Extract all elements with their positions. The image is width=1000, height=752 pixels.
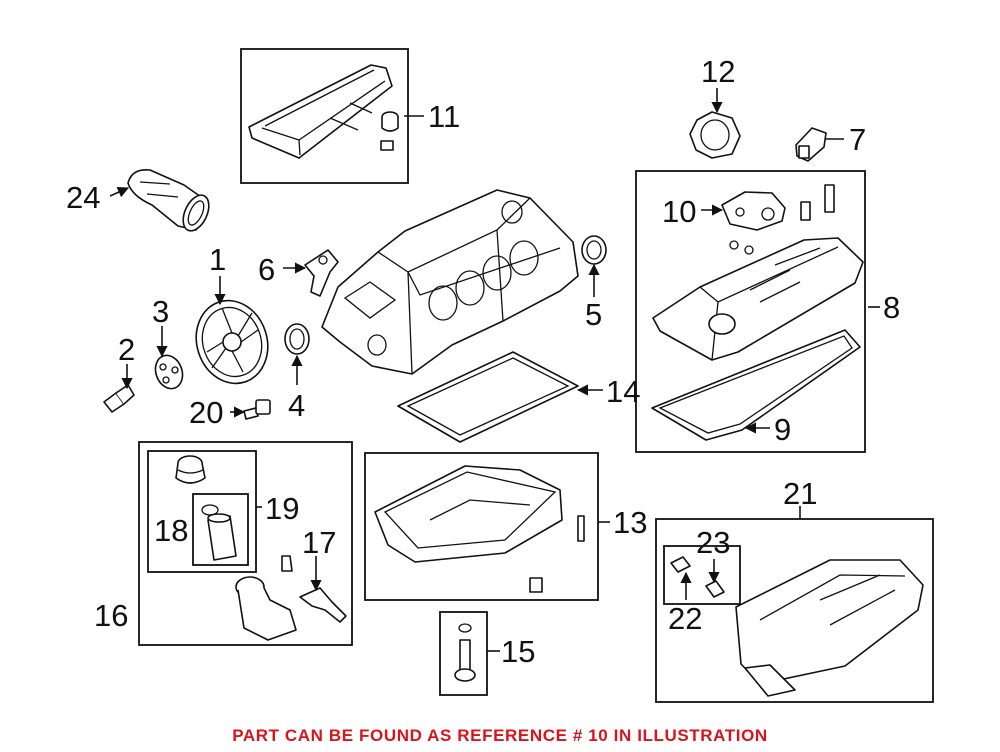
- part-13-oil-pan: [374, 465, 585, 593]
- box-part-15: [439, 611, 488, 696]
- box-part-21: [655, 518, 934, 703]
- part-22-grommet: [670, 556, 691, 573]
- callout-13: 13: [613, 505, 647, 540]
- callout-19: 19: [265, 491, 299, 526]
- part-21-engine-cover: [735, 559, 924, 697]
- callout-10: 10: [662, 194, 696, 229]
- box-part-16: [138, 441, 353, 646]
- part-12-gasket: [689, 111, 741, 159]
- part-9-gasket: [651, 329, 861, 441]
- callout-7: 7: [849, 122, 866, 157]
- part-5-seal: [581, 235, 607, 265]
- part-4-seal: [284, 323, 310, 355]
- part-24-intake-boot: [127, 168, 210, 232]
- part-6-cam-sensor: [304, 249, 339, 297]
- callout-6: 6: [258, 252, 275, 287]
- part-16-filter-housing: [235, 555, 297, 641]
- callout-18: 18: [154, 513, 188, 548]
- part-23-grommet: [705, 580, 725, 598]
- part-7-sensor: [795, 127, 827, 162]
- callout-15: 15: [501, 634, 535, 669]
- callouts: 11 12 7 8 10 9 5 14 4 1 3 2 6 20 24 13 1…: [66, 54, 900, 669]
- box-part-18: [192, 493, 249, 566]
- callout-5: 5: [585, 297, 602, 332]
- part-3-washer: [154, 354, 184, 390]
- part-15-dipstick: [454, 623, 476, 682]
- box-part-13: [364, 452, 599, 601]
- box-part-19: [147, 450, 257, 573]
- leader-lines: [109, 88, 880, 652]
- callout-11: 11: [428, 99, 460, 134]
- callout-23: 23: [696, 525, 730, 560]
- part-19-filter-cap: [175, 455, 206, 484]
- callout-14: 14: [606, 374, 640, 409]
- callout-24: 24: [66, 180, 100, 215]
- part-11-engine-cover-trim: [248, 64, 399, 159]
- part-20-sensor: [243, 399, 271, 420]
- callout-4: 4: [288, 388, 305, 423]
- callout-3: 3: [152, 294, 169, 329]
- callout-12: 12: [701, 54, 735, 89]
- box-part-8: [635, 170, 866, 453]
- part-17-tube: [299, 587, 347, 623]
- callout-16: 16: [94, 598, 128, 633]
- callout-2: 2: [118, 332, 135, 367]
- part-18-filter-element: [201, 504, 237, 561]
- callout-8: 8: [883, 290, 900, 325]
- reference-note: PART CAN BE FOUND AS REFERENCE # 10 IN I…: [232, 726, 768, 745]
- callout-1: 1: [209, 242, 226, 277]
- callout-20: 20: [189, 395, 223, 430]
- part-10-valve: [721, 184, 835, 255]
- box-parts-22-23: [663, 545, 741, 605]
- callout-22: 22: [668, 601, 702, 636]
- callout-17: 17: [302, 525, 336, 560]
- part-1-crank-pulley: [195, 299, 269, 385]
- engine-block: [321, 189, 579, 375]
- part-8-valve-cover: [652, 237, 864, 361]
- callout-9: 9: [774, 412, 791, 447]
- callout-21: 21: [783, 476, 817, 511]
- part-2-bolt: [103, 384, 135, 413]
